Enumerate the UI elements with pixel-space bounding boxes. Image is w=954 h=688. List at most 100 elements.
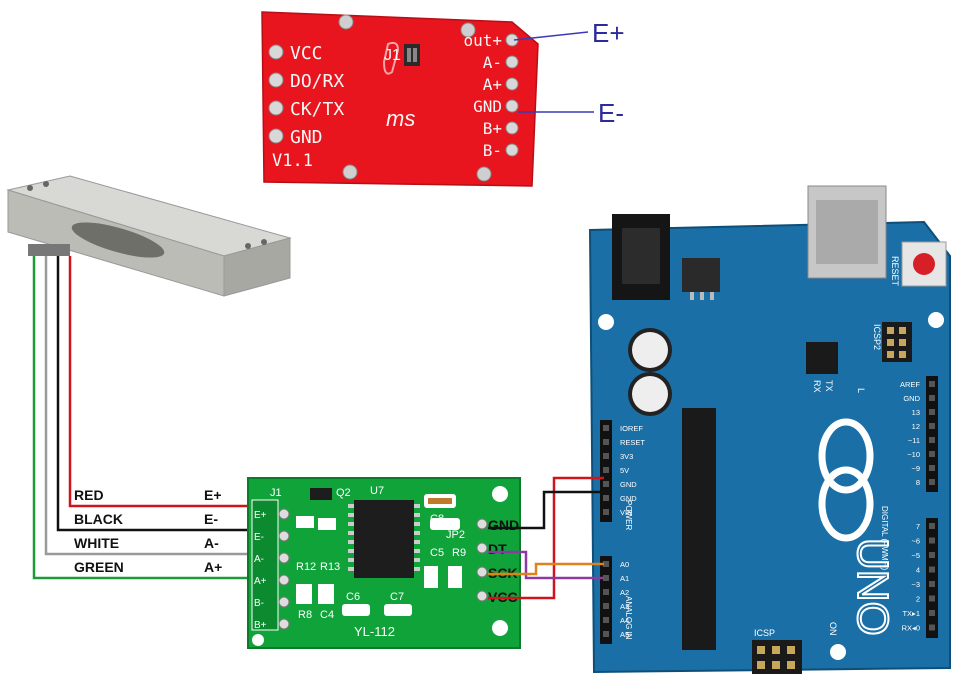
- red-right-pin: [505, 121, 519, 135]
- red-left-pin: [268, 100, 284, 116]
- tx-label: TX: [824, 380, 834, 392]
- wire-name-label: BLACK: [74, 511, 123, 527]
- red-left-pin-label: VCC: [290, 43, 323, 64]
- l-label: L: [856, 388, 866, 393]
- header-pin-label: A3: [620, 602, 629, 611]
- red-right-pin: [505, 77, 519, 91]
- silk-q2: Q2: [336, 487, 351, 499]
- wire-name-label: RED: [74, 487, 104, 503]
- red-left-pin-label: GND: [290, 127, 323, 148]
- header-pin-label: 13: [912, 408, 920, 417]
- header-pin-label: RX◂0: [902, 624, 920, 633]
- header-pin-label: A1: [620, 574, 629, 583]
- arduino-wires: [488, 476, 604, 600]
- callout-eminus: E-: [598, 98, 624, 128]
- green-left-pin: [278, 618, 290, 630]
- header-pin-label: GND: [620, 480, 637, 489]
- silk-jp2: JP2: [446, 529, 465, 541]
- header-pin-label: AREF: [900, 380, 920, 389]
- silk-c5: C5: [430, 547, 444, 559]
- wire-pin-label: A-: [204, 535, 219, 551]
- power-section-label: POWER: [624, 500, 633, 530]
- green-left-pin: [278, 552, 290, 564]
- header-pin: [603, 631, 609, 637]
- header-pin: [603, 495, 609, 501]
- header-pin-label: 2: [916, 595, 920, 604]
- wire-gnd: [488, 490, 604, 530]
- digital-section-label: DIGITAL (PWM ~): [880, 506, 889, 571]
- header-pin: [603, 509, 609, 515]
- header-pin: [929, 451, 935, 457]
- header-pin-label: ~6: [911, 537, 920, 546]
- red-jumper-label: J1: [384, 47, 401, 64]
- header-pin: [929, 437, 935, 443]
- header-pin-label: A5: [620, 630, 629, 639]
- load-cell: [6, 175, 292, 297]
- header-pin: [929, 381, 935, 387]
- arduino-uno: UNO RESET ICSP2 ICSP ON TX RX L POWER AN…: [588, 185, 951, 674]
- silk-c8: C8: [430, 513, 444, 525]
- silk-c6: C6: [346, 591, 360, 603]
- header-pin: [929, 595, 935, 602]
- red-logo: ms: [386, 106, 415, 131]
- header-pin: [603, 439, 609, 445]
- on-label: ON: [828, 622, 838, 636]
- header-pin-label: VIN: [620, 508, 633, 517]
- red-right-pin-label: B+: [483, 119, 502, 138]
- header-pin-label: GND: [903, 394, 920, 403]
- green-left-pin: [278, 574, 290, 586]
- green-right-pin: [476, 518, 488, 530]
- green-right-pin: [476, 542, 488, 554]
- header-pin-label: 4: [916, 566, 920, 575]
- header-pin: [603, 467, 609, 473]
- header-pin-label: 8: [916, 478, 920, 487]
- header-pin: [929, 624, 935, 631]
- rx-label: RX: [812, 380, 822, 393]
- red-left-pin: [268, 128, 284, 144]
- header-pin: [929, 523, 935, 529]
- green-left-pin: [278, 530, 290, 542]
- wire-green: [32, 256, 280, 580]
- wire-black: [56, 256, 280, 532]
- header-pin-label: TX▸1: [902, 609, 920, 618]
- header-pin-label: RESET: [620, 438, 645, 447]
- wire-dt-a1: [488, 550, 604, 580]
- wire-sck-a0: [488, 562, 604, 576]
- header-pin: [929, 423, 935, 429]
- header-pin-label: A2: [620, 588, 629, 597]
- silk-r12: R12: [296, 561, 316, 573]
- header-pin: [603, 589, 609, 595]
- header-pin: [603, 617, 609, 623]
- header-pin: [603, 453, 609, 459]
- analog-section-label: ANALOG IN: [624, 596, 633, 640]
- red-right-pin-label: GND: [473, 97, 502, 116]
- green-left-pin-label: B+: [254, 620, 267, 631]
- red-left-pin-label: DO/RX: [290, 71, 344, 92]
- green-right-pin: [476, 590, 488, 602]
- silk-j1: J1: [270, 487, 282, 499]
- header-pin: [603, 603, 609, 609]
- header-pin-label: ~11: [908, 436, 920, 445]
- red-right-pin: [505, 99, 519, 113]
- silk-r9: R9: [452, 547, 466, 559]
- callout-eplus: E+: [592, 18, 625, 48]
- wire-red: [68, 256, 280, 508]
- load-cell-wires: [32, 256, 280, 580]
- header-pin: [929, 566, 935, 573]
- icsp2-label: ICSP2: [872, 324, 882, 350]
- reset-label: RESET: [890, 256, 900, 287]
- wire-name-label: WHITE: [74, 535, 119, 551]
- header-pin: [929, 395, 935, 401]
- header-pin: [929, 537, 935, 544]
- header-pin-label: A0: [620, 560, 629, 569]
- header-pin: [929, 479, 935, 485]
- wire-pin-label: A+: [204, 559, 222, 575]
- header-pin: [929, 409, 935, 415]
- green-left-pin-label: B-: [254, 598, 264, 609]
- icsp-label: ICSP: [754, 628, 775, 638]
- header-pin-label: A4: [620, 616, 629, 625]
- header-pin-label: 12: [912, 422, 920, 431]
